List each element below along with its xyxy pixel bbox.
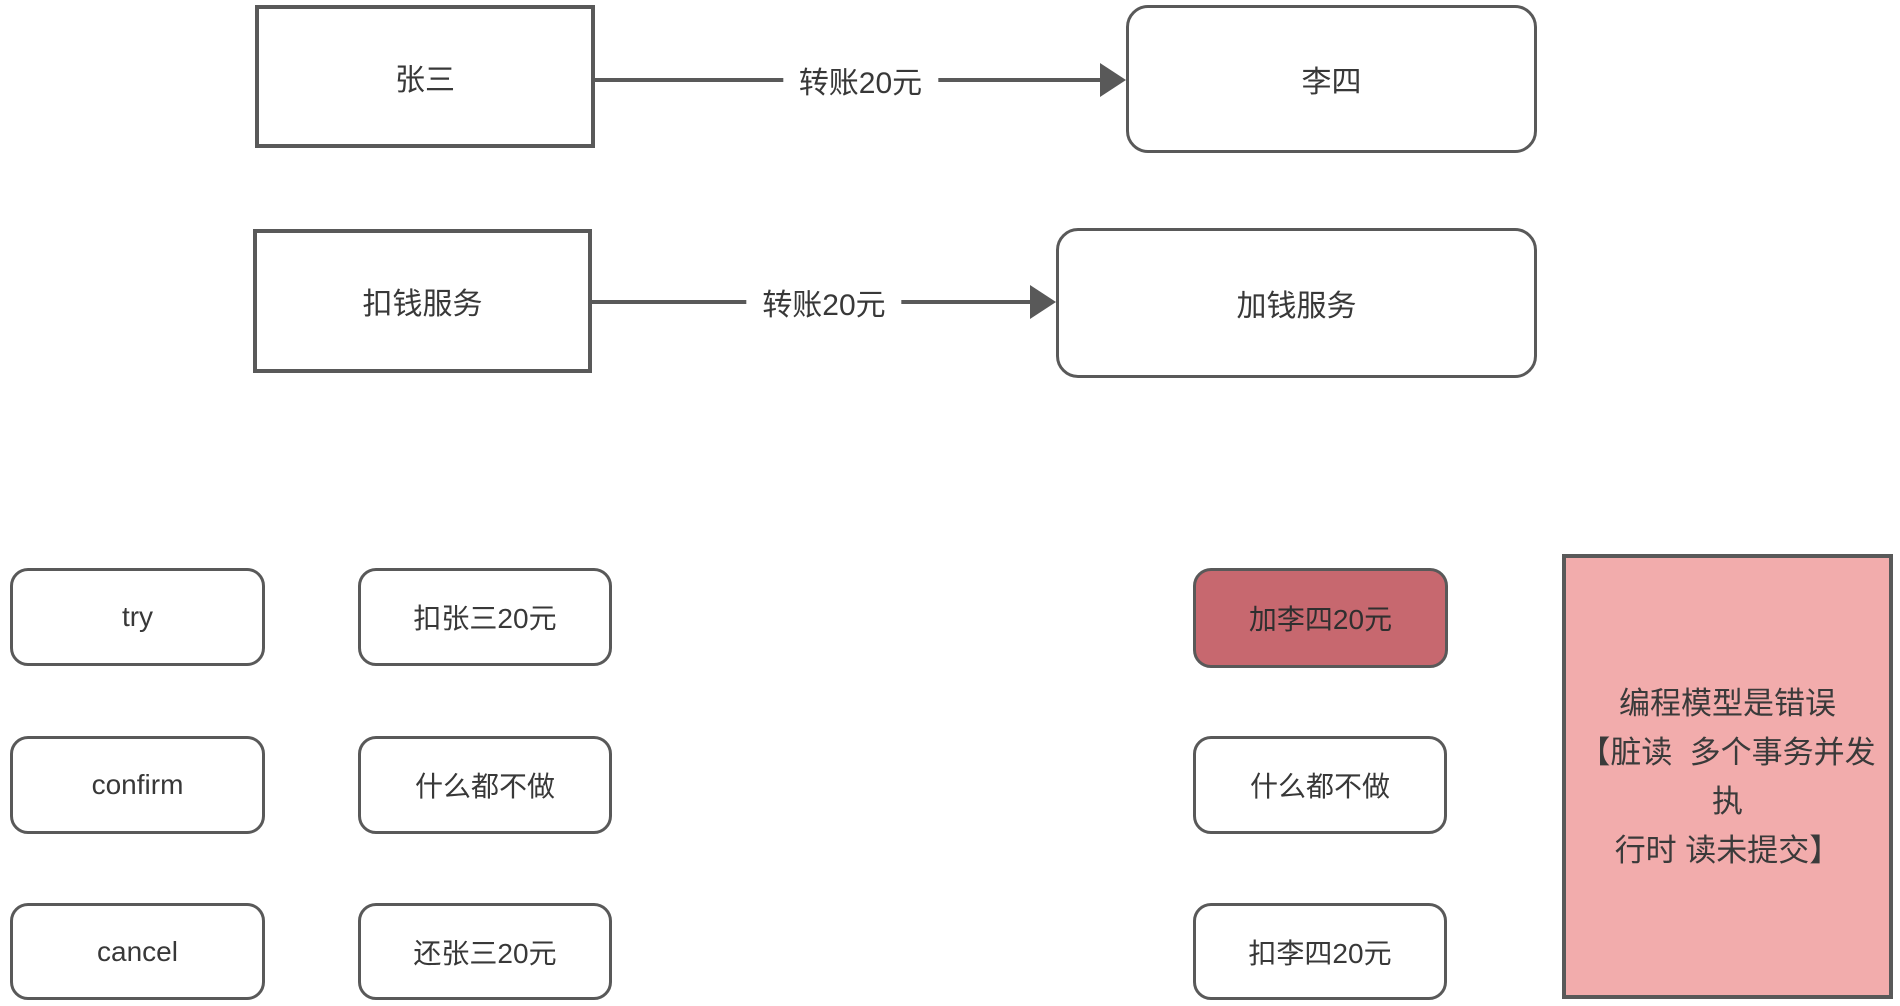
arrow-transfer-1: 转账20元 bbox=[595, 54, 1126, 106]
node-add-service-label: 加钱服务 bbox=[1236, 290, 1357, 323]
node-deduct-service: 扣钱服务 bbox=[253, 229, 592, 373]
node-add-try-action-highlighted: 加李四20元 bbox=[1193, 568, 1448, 668]
node-deduct-try-action: 扣张三20元 bbox=[358, 568, 612, 666]
node-lisi-label: 李四 bbox=[1301, 66, 1362, 99]
arrow-transfer-2: 转账20元 bbox=[592, 276, 1056, 328]
node-phase-confirm: confirm bbox=[10, 736, 265, 834]
note-dirty-read: 编程模型是错误 【脏读 多个事务并发执 行时 读未提交】 bbox=[1562, 554, 1893, 999]
node-add-cancel-action-label: 扣李四20元 bbox=[1248, 937, 1392, 969]
arrow-transfer-2-label: 转账20元 bbox=[746, 276, 902, 328]
node-phase-confirm-label: confirm bbox=[91, 769, 184, 800]
node-zhangsan: 张三 bbox=[255, 5, 595, 148]
node-phase-try-label: try bbox=[121, 601, 154, 632]
node-deduct-cancel-action-label: 还张三20元 bbox=[413, 937, 557, 969]
node-add-confirm-action-label: 什么都不做 bbox=[1249, 771, 1390, 802]
node-add-cancel-action: 扣李四20元 bbox=[1193, 903, 1447, 1000]
node-zhangsan-label: 张三 bbox=[395, 63, 455, 97]
note-line: 编程模型是错误 bbox=[1619, 685, 1836, 721]
node-add-confirm-action: 什么都不做 bbox=[1193, 736, 1447, 834]
node-deduct-service-label: 扣钱服务 bbox=[362, 288, 483, 321]
arrowhead-right-icon bbox=[1030, 285, 1056, 319]
note-line: 【脏读 多个事务并发执 bbox=[1579, 734, 1876, 819]
node-deduct-try-action-label: 扣张三20元 bbox=[413, 603, 557, 634]
arrowhead-right-icon bbox=[1100, 63, 1126, 97]
node-deduct-cancel-action: 还张三20元 bbox=[358, 903, 612, 1000]
node-phase-cancel: cancel bbox=[10, 903, 265, 1000]
node-deduct-confirm-action: 什么都不做 bbox=[358, 736, 612, 834]
node-phase-cancel-label: cancel bbox=[97, 935, 178, 967]
note-line: 行时 读未提交】 bbox=[1614, 832, 1841, 868]
node-deduct-confirm-action-label: 什么都不做 bbox=[414, 771, 555, 802]
arrow-transfer-1-label: 转账20元 bbox=[782, 54, 939, 106]
node-lisi: 李四 bbox=[1126, 5, 1537, 153]
node-add-service: 加钱服务 bbox=[1056, 228, 1537, 378]
node-add-try-action-label: 加李四20元 bbox=[1248, 604, 1393, 635]
node-phase-try: try bbox=[10, 568, 265, 666]
